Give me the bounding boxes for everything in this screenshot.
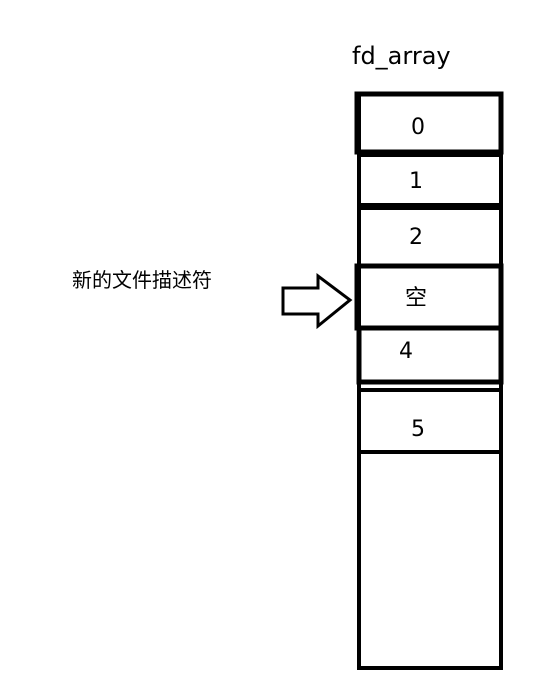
- slot-label-2: 2: [409, 225, 423, 250]
- slot-label-empty: 空: [404, 286, 427, 311]
- slot-label-1: 1: [409, 169, 423, 194]
- new-fd-label: 新的文件描述符: [72, 268, 212, 292]
- pointer-arrow-icon: [281, 273, 353, 330]
- slot-box-0: [354, 91, 504, 155]
- slot-box-4: [356, 325, 504, 385]
- slot-box-5: [357, 388, 503, 454]
- array-title: fd_array: [352, 42, 451, 70]
- slot-label-5: 5: [411, 417, 425, 442]
- slot-label-0: 0: [411, 115, 425, 140]
- slot-label-4: 4: [399, 339, 413, 364]
- slot-box-1: [357, 153, 503, 207]
